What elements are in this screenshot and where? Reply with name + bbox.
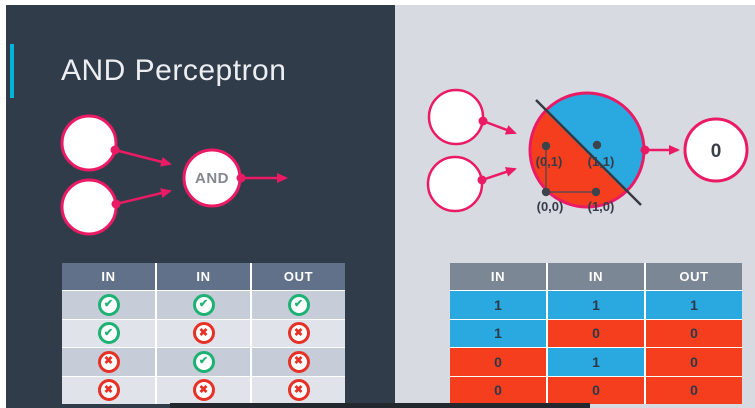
column-header: IN [548,263,644,290]
truth-cell [62,319,155,347]
data-point-dot [541,141,551,151]
value-cell: 1 [548,291,644,319]
and-gate-label: AND [195,170,229,187]
truth-cell [157,319,250,347]
right-truth-table: IN IN OUT 1 1 1 1 0 0 0 1 0 0 0 0 [450,263,742,404]
connection-arrow [115,188,172,206]
and-perceptron-diagram: AND [60,114,288,236]
column-header: IN [62,263,155,290]
truth-cell [252,319,345,347]
truth-cell [62,291,155,319]
connection-arrow [114,148,172,167]
value-cell: 0 [548,376,644,404]
truth-mark-icon [287,293,310,316]
decision-boundary-diagram: (0,1) (1,1) (0,0) (1,0) 0 [426,88,749,214]
decision-boundary-line [535,99,642,206]
truth-mark-icon [192,293,215,316]
value-cell: 1 [450,319,546,347]
input-node [427,88,485,146]
data-point-dot [591,187,601,197]
truth-mark-icon [97,379,120,402]
truth-cell [252,291,345,319]
input-node [60,178,118,236]
truth-mark-icon [287,379,310,402]
truth-cell [62,348,155,376]
slide-title: AND Perceptron [61,54,287,87]
column-header: IN [450,263,546,290]
value-cell: 1 [548,348,644,376]
data-point-dot [592,140,602,150]
value-cell: 0 [450,348,546,376]
red-region [530,93,644,207]
input-node [426,155,484,213]
data-point-label: (0,1) [536,154,563,169]
truth-mark-icon [192,322,215,345]
column-header: IN [157,263,250,290]
connection-arrow [482,119,517,135]
truth-mark-icon [97,322,120,345]
value-cell: 1 [646,291,742,319]
bottom-window-edge [170,403,590,408]
connection-arrow [481,167,517,182]
output-node [683,117,749,183]
left-truth-table: IN IN OUT [62,263,345,404]
value-cell: 0 [548,319,644,347]
truth-mark-icon [97,293,120,316]
truth-cell [252,348,345,376]
column-header: OUT [646,263,742,290]
truth-cell [62,376,155,404]
truth-mark-icon [97,350,120,373]
value-cell: 0 [646,319,742,347]
output-value: 0 [711,141,722,162]
value-cell: 0 [646,348,742,376]
truth-mark-icon [287,350,310,373]
truth-mark-icon [287,322,310,345]
truth-mark-icon [192,379,215,402]
truth-mark-icon [192,350,215,373]
data-point-label: (1,0) [588,199,615,214]
truth-cell [157,291,250,319]
value-cell: 0 [646,376,742,404]
title-accent-bar [10,44,14,98]
data-point-dot [541,187,551,197]
data-point-label: (1,1) [588,154,615,169]
truth-cell [157,376,250,404]
column-header: OUT [252,263,345,290]
truth-cell [252,376,345,404]
value-cell: 1 [450,291,546,319]
data-point-label: (0,0) [537,199,564,214]
truth-cell [157,348,250,376]
value-cell: 0 [450,376,546,404]
input-node [60,114,118,172]
